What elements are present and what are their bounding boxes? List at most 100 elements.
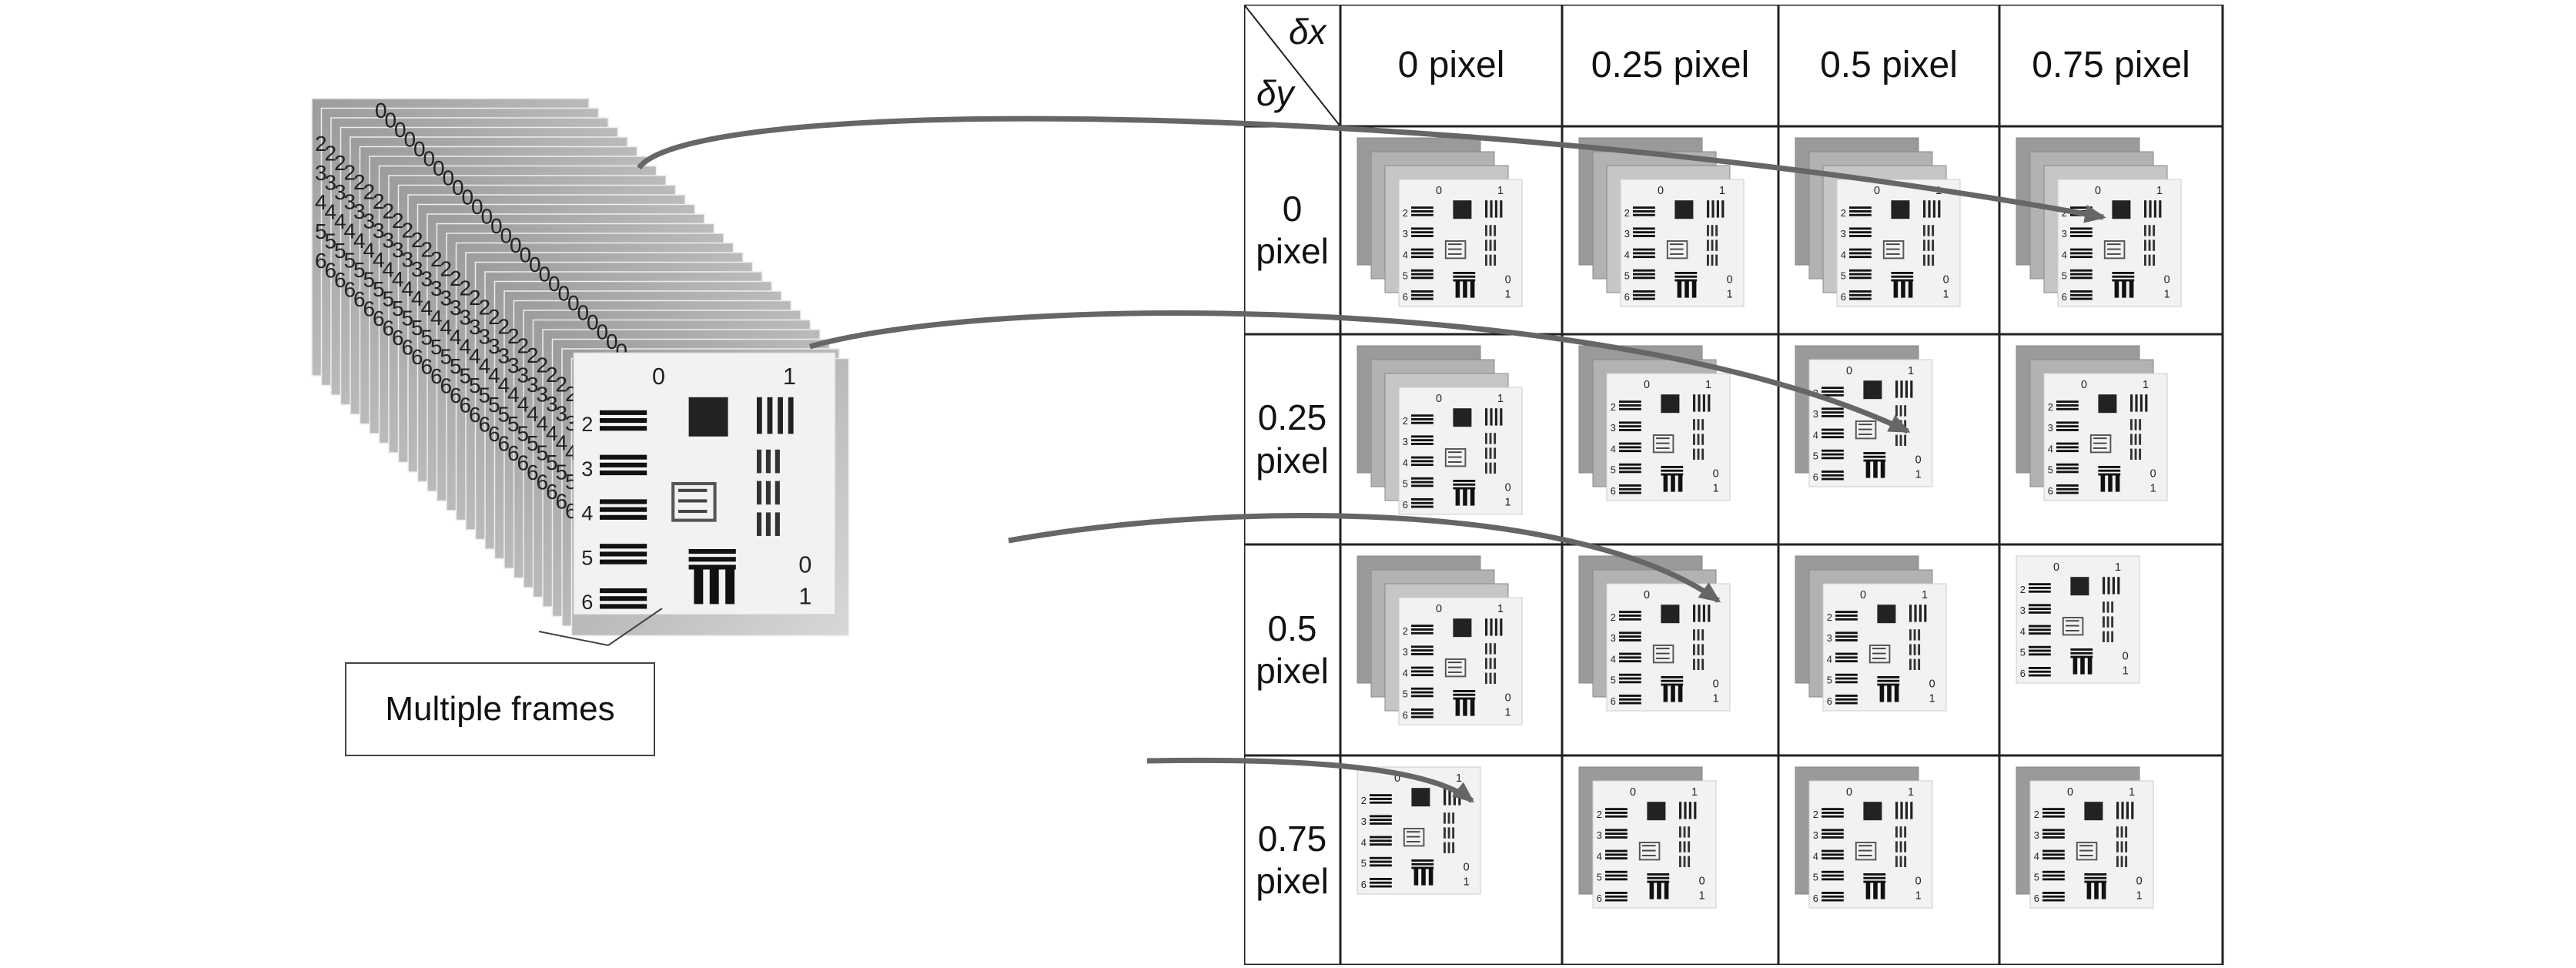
stack-number: 5: [440, 345, 453, 369]
svg-text:6: 6: [1611, 695, 1616, 707]
svg-text:5: 5: [2020, 647, 2026, 658]
svg-text:1: 1: [1908, 365, 1914, 377]
stack-number: 5: [469, 373, 481, 397]
svg-text:4: 4: [1813, 850, 1818, 862]
stack-top-number: 0: [539, 263, 551, 286]
stack-number: 2: [363, 180, 376, 204]
stack-number: 4: [344, 219, 356, 243]
stack-number: 5: [527, 431, 539, 455]
svg-text:3: 3: [1624, 228, 1630, 239]
stack-number: 5: [325, 229, 337, 253]
stack-number: 3: [517, 363, 530, 387]
svg-text:0: 0: [1394, 772, 1400, 785]
svg-text:1: 1: [798, 583, 811, 609]
stack-number: 6: [546, 480, 558, 504]
stack-top-number: 0: [510, 233, 522, 257]
stack-top-number: 0: [500, 224, 513, 248]
stack-number: 6: [507, 441, 520, 465]
svg-text:1: 1: [1505, 497, 1511, 509]
svg-text:5: 5: [1403, 478, 1408, 490]
svg-text:1: 1: [1497, 185, 1504, 197]
column-header-1: 0.25 pixel: [1591, 44, 1750, 85]
row-header-0-unit: pixel: [1256, 231, 1329, 271]
stack-top-number: 0: [520, 243, 532, 267]
stack-number: 2: [392, 209, 404, 233]
svg-text:0: 0: [1464, 861, 1470, 873]
svg-text:4: 4: [1597, 850, 1602, 862]
svg-text:2: 2: [1827, 611, 1832, 623]
svg-text:1: 1: [1691, 786, 1698, 799]
svg-text:0: 0: [1436, 393, 1442, 405]
svg-text:4: 4: [1624, 249, 1630, 260]
stack-number: 5: [411, 316, 423, 340]
stack-number: 2: [469, 286, 481, 310]
stack-number: 5: [315, 219, 327, 243]
stack-number: 3: [315, 161, 327, 185]
column-header-3: 0.75 pixel: [2032, 44, 2190, 85]
svg-text:1: 1: [1915, 890, 1922, 903]
callout-label: Multiple frames: [385, 690, 615, 728]
svg-text:0: 0: [1505, 273, 1511, 286]
stack-number: 6: [383, 317, 395, 340]
stack-number: 3: [498, 344, 510, 368]
svg-text:5: 5: [1597, 872, 1602, 883]
shift-grid: δx δy 0 pixel 0.25 pixel 0.5 pixel 0.75 …: [1244, 5, 2553, 965]
stack-number: 4: [498, 373, 510, 397]
svg-text:3: 3: [1403, 228, 1408, 239]
stack-number: 2: [450, 266, 462, 290]
svg-text:0: 0: [1630, 786, 1636, 799]
svg-text:0: 0: [798, 552, 811, 578]
svg-text:2: 2: [1403, 625, 1408, 637]
stack-number: 2: [353, 170, 366, 194]
svg-text:3: 3: [1361, 816, 1367, 827]
svg-text:1: 1: [2150, 483, 2156, 495]
stack-number: 6: [315, 249, 327, 273]
svg-text:1: 1: [2156, 185, 2163, 197]
stack-number: 5: [334, 239, 346, 263]
stack-number: 4: [546, 421, 558, 445]
row-header-3-value: 0.75: [1257, 818, 1327, 859]
stack-number: 4: [421, 296, 433, 320]
svg-text:0: 0: [2150, 467, 2156, 480]
stack-number: 5: [421, 326, 433, 350]
stack-number: 5: [383, 287, 395, 311]
stack-top-number: 0: [462, 186, 474, 209]
column-header-0: 0 pixel: [1397, 44, 1505, 85]
stack-number: 5: [363, 268, 376, 292]
svg-text:2: 2: [1403, 415, 1408, 427]
svg-text:3: 3: [1597, 829, 1602, 841]
stack-number: 6: [334, 268, 346, 292]
svg-text:0: 0: [1846, 365, 1852, 377]
stack-number: 3: [450, 296, 462, 320]
svg-text:4: 4: [1827, 653, 1832, 665]
stack-number: 2: [488, 305, 500, 329]
svg-text:0: 0: [1644, 379, 1650, 391]
svg-text:3: 3: [1827, 632, 1832, 644]
svg-text:4: 4: [1611, 443, 1616, 454]
stack-top-number: 0: [567, 291, 580, 315]
svg-text:0: 0: [1505, 692, 1511, 704]
svg-text:0: 0: [1713, 467, 1719, 480]
svg-text:1: 1: [1699, 890, 1705, 903]
svg-text:0: 0: [1505, 481, 1511, 494]
svg-text:0: 0: [1860, 589, 1866, 601]
stack-number: 3: [411, 257, 423, 281]
svg-text:1: 1: [1505, 289, 1511, 301]
stack-number: 5: [344, 249, 356, 273]
svg-text:4: 4: [1813, 429, 1818, 440]
stack-number: 3: [334, 180, 346, 204]
stack-top-number: 0: [433, 156, 445, 180]
svg-text:0: 0: [2053, 561, 2059, 574]
stack-number: 4: [556, 431, 568, 455]
stack-number: 4: [527, 402, 539, 426]
stack-number: 5: [450, 354, 462, 378]
svg-text:1: 1: [1497, 393, 1504, 405]
svg-text:2: 2: [581, 412, 593, 436]
stack-top-number: 0: [375, 99, 387, 122]
